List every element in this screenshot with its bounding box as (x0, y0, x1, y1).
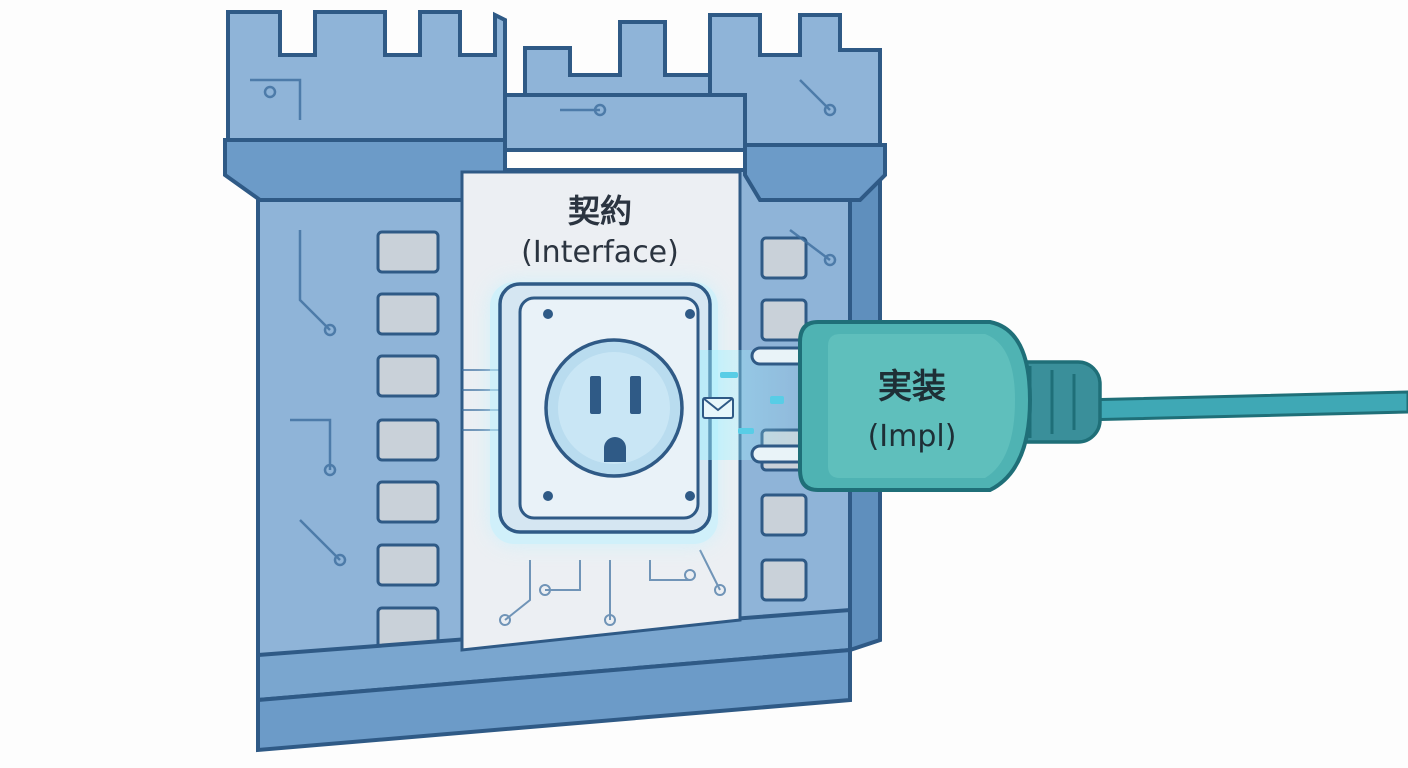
contract-title: 契約 (568, 192, 632, 230)
circuit-traces (250, 78, 837, 567)
power-plug-icon (750, 320, 1408, 492)
stone-bricks-left (376, 230, 440, 650)
envelope-icon (702, 397, 734, 419)
cable (1078, 390, 1408, 422)
power-outlet-icon (490, 282, 718, 544)
contract-subtitle: (Interface) (521, 235, 679, 270)
impl-title: 実装 (878, 367, 946, 407)
impl-subtitle: (Impl) (868, 419, 957, 454)
right-tower (708, 13, 887, 202)
left-tower (223, 10, 507, 202)
